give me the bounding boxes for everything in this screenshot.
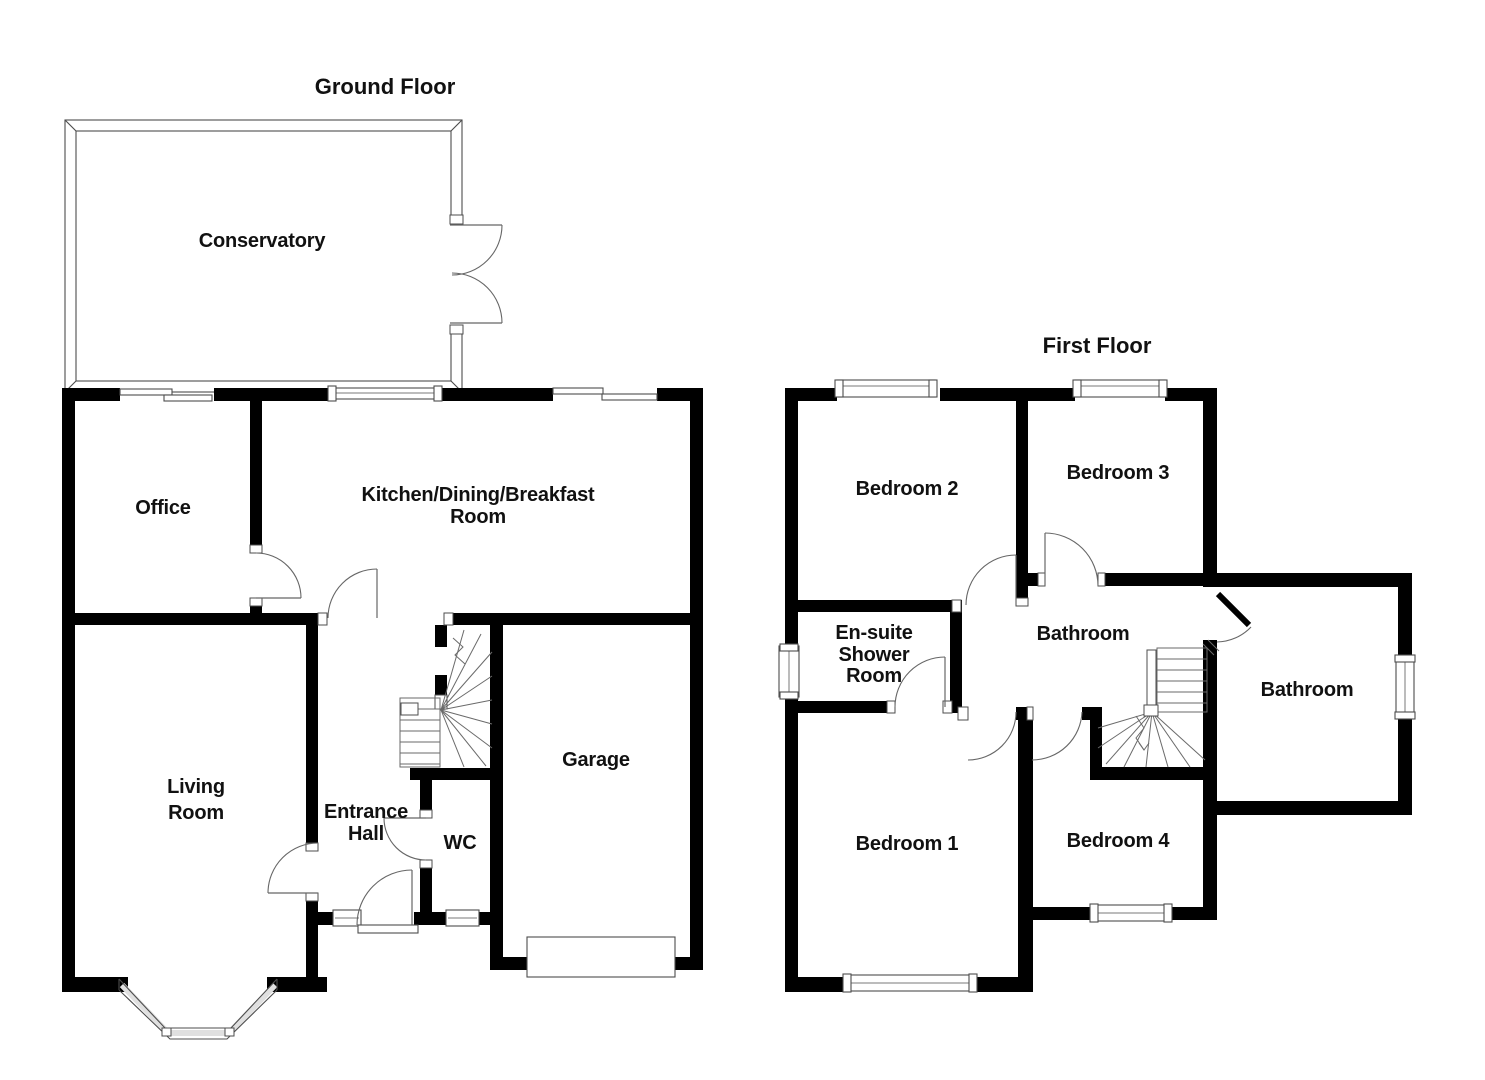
- entrance-window-right: [445, 909, 480, 927]
- first-floor-windows: [778, 379, 1416, 993]
- ensuite-label-line3: Room: [846, 665, 902, 687]
- bathroom-door-icon: [1201, 589, 1252, 643]
- bedroom3-label: Bedroom 3: [1067, 462, 1170, 484]
- conservatory-label: Conservatory: [199, 230, 327, 252]
- living-room-door-icon: [267, 842, 319, 894]
- ensuite-window: [778, 643, 800, 700]
- bedroom1-door-icon: [967, 711, 1017, 761]
- bathroom-window: [1394, 654, 1416, 720]
- front-door-threshold: [357, 924, 419, 934]
- entrance-window-left: [332, 909, 362, 927]
- first-floor-labels: First Floor Bedroom 2 Bedroom 3 En-suite…: [835, 333, 1353, 855]
- wc-label: WC: [444, 832, 477, 854]
- first-floor-door-sills: [886, 572, 1106, 721]
- garage-label: Garage: [562, 749, 630, 771]
- conservatory-double-door-icon: [450, 224, 503, 324]
- bedroom2-window: [834, 379, 938, 398]
- ground-floor-windows: [119, 385, 676, 978]
- bedroom3-door-icon: [1044, 532, 1099, 587]
- conservatory-outline: [64, 119, 464, 393]
- garage-door: [526, 936, 676, 978]
- kitchen-label-line1: Kitchen/Dining/Breakfast: [361, 484, 595, 506]
- ground-floor-stairs-icon: [399, 629, 493, 768]
- bathroom-center-label: Bathroom: [1037, 623, 1130, 645]
- first-floor-walls: [785, 388, 1412, 992]
- bedroom1-window: [842, 973, 978, 993]
- bedroom1-label: Bedroom 1: [856, 833, 959, 855]
- entrance-hall-label-line2: Hall: [348, 823, 384, 845]
- living-room-label-line2: Room: [168, 802, 224, 824]
- bedroom4-door-icon: [1031, 711, 1083, 761]
- bedroom4-window: [1089, 903, 1173, 923]
- office-door-icon: [255, 552, 302, 599]
- ensuite-label-line1: En-suite: [835, 622, 912, 644]
- entrance-hall-label-line1: Entrance: [324, 801, 408, 823]
- first-floor-doors: [894, 532, 1252, 761]
- ensuite-door-icon: [894, 656, 946, 708]
- bedroom3-window: [1072, 379, 1168, 398]
- ground-floor-labels: Ground Floor Conservatory Office Kitchen…: [135, 74, 630, 854]
- ground-floor-doors: [255, 552, 427, 926]
- front-door-icon: [356, 869, 413, 926]
- bedroom2-door-icon: [965, 554, 1017, 606]
- office-window: [119, 388, 173, 396]
- living-room-label-line1: Living: [167, 776, 225, 798]
- kitchen-label-line2: Room: [450, 506, 506, 528]
- kitchen-window: [327, 385, 443, 402]
- bedroom4-label: Bedroom 4: [1067, 830, 1171, 852]
- bedroom2-label: Bedroom 2: [856, 478, 959, 500]
- bay-window: [118, 978, 278, 1040]
- ground-floor-title: Ground Floor: [315, 74, 456, 99]
- kitchen-hall-door-icon: [327, 568, 378, 619]
- office-label: Office: [135, 497, 191, 519]
- first-floor-stairs-icon: [1097, 639, 1220, 768]
- first-floor-title: First Floor: [1043, 333, 1152, 358]
- bathroom-right-label: Bathroom: [1261, 679, 1354, 701]
- ensuite-label-line2: Shower: [838, 644, 909, 666]
- wc-door-icon: [383, 817, 427, 861]
- ground-floor-walls: [62, 388, 703, 992]
